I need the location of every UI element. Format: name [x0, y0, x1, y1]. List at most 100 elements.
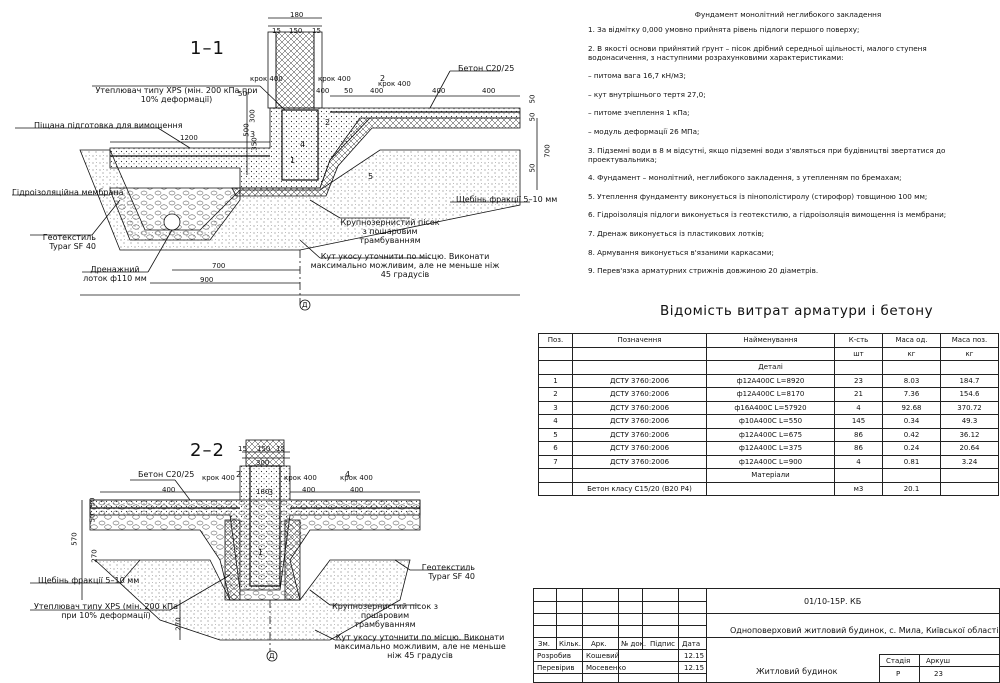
stamp-col: Кільк. — [559, 640, 581, 648]
note-item: 7. Дренаж виконується із пластикових лот… — [588, 228, 765, 238]
label-drain: Дренажний лоток ф110 мм — [83, 265, 147, 283]
dim-text: 150 — [257, 445, 271, 453]
stamp-date: 12.15 — [684, 664, 705, 672]
stamp-date: 12.15 — [684, 652, 705, 660]
dim-text: 300 — [248, 109, 257, 123]
vedomist-title: Відомість витрат арматури і бетону — [660, 303, 934, 319]
dim-text: 570 — [70, 532, 79, 546]
label-crushed-2: Щебінь фракції 5–10 мм — [38, 576, 140, 585]
label-membrane: Гідроізоляційна мембрана — [12, 188, 124, 197]
dim-text: 50 — [528, 94, 537, 104]
stamp-role: Розробив — [537, 652, 571, 660]
dim-text: 50 — [344, 87, 353, 95]
section-1-title: 1–1 — [190, 38, 225, 59]
dim-text: крок 400 — [340, 474, 373, 482]
section-2-2 — [30, 439, 490, 662]
dim-text: 15 — [276, 445, 285, 453]
label-coarse-sand: Крупнозернистий пісок з пошаровим трамбу… — [340, 218, 440, 245]
mark-2-2: 2 — [236, 470, 242, 479]
mark-1: 1 — [290, 156, 296, 165]
mark-4-2: 4 — [345, 470, 351, 479]
label-xps: Утеплювач типу XPS (мін. 200 кПа при 10%… — [95, 86, 258, 104]
label-concrete: Бетон C20/25 — [458, 64, 515, 73]
stamp-col: Зм. — [538, 640, 550, 648]
dim-text: 270 — [90, 549, 99, 563]
note-item: 8. Армування виконується в'язаними карка… — [588, 247, 774, 257]
mark-5: 5 — [368, 172, 374, 181]
project-name: Одноповерховий житловий будинок, с. Мила… — [730, 626, 1000, 635]
note-item: – модуль деформації 26 МПа; — [588, 126, 700, 136]
label-geotextile: Геотекстиль Typar SF 40 — [42, 233, 96, 251]
mark-3: 3 — [250, 130, 256, 139]
dim-text: 50 — [88, 497, 97, 507]
mark-2: 2 — [325, 118, 331, 127]
note-item: 2. В якості основи прийнятий ґрунт – піс… — [588, 43, 927, 62]
dim-text: 400 — [316, 87, 330, 95]
dim-text: 15 — [238, 445, 247, 453]
dim-text: 400 — [370, 87, 384, 95]
drawing-code: 01/10-15Р. КБ — [804, 597, 862, 606]
note-item: 5. Утеплення фундаменту виконується із п… — [588, 191, 928, 201]
stamp-col: № док. — [621, 640, 647, 648]
stamp-col: Арк. — [591, 640, 607, 648]
dim-text: крок 400 — [378, 80, 411, 88]
label-sand-bed: Піщана підготовка для вимощення — [34, 121, 183, 130]
dim-text: 50 — [528, 112, 537, 122]
dim-text: 350 — [250, 137, 259, 151]
table-group-row: Деталі — [538, 360, 999, 375]
notes-title: Фундамент монолітний неглибокого закладе… — [694, 10, 882, 19]
dim-text: 400 — [350, 486, 364, 494]
label-crushed: Щебінь фракції 5–10 мм — [456, 195, 558, 204]
dim-text: крок 400 — [284, 474, 317, 482]
dim-text: крок 400 — [250, 75, 283, 83]
section-2-title: 2–2 — [190, 440, 225, 461]
label-geotextile-2: Геотекстиль Typar SF 40 — [421, 563, 475, 581]
dim-text: 50 — [238, 90, 247, 98]
axis-mark: Д — [302, 301, 308, 309]
dim-text: 150 — [289, 27, 303, 35]
dim-text: 50 — [528, 163, 537, 173]
dim-text: 15 — [272, 27, 281, 35]
stage-label: Стадія — [886, 657, 911, 665]
building-name: Житловий будинок — [756, 667, 838, 676]
stamp-person: Мосевенко — [586, 664, 626, 672]
note-item: – питома вага 16,7 кН/м3; — [588, 71, 686, 81]
note-item: 9. Перев'язка арматурних стрижнів довжин… — [588, 266, 819, 276]
note-item: 1. За відмітку 0,000 умовно прийнята рів… — [588, 25, 860, 34]
mark-4: 4 — [300, 140, 306, 149]
table-group-row: Матеріали — [538, 468, 999, 483]
label-concrete-2: Бетон C20/25 — [138, 470, 195, 479]
mark-3-2: 3 — [268, 488, 274, 497]
section-1-1 — [12, 17, 538, 311]
stamp-col: Підпис — [650, 640, 676, 648]
note-item: 6. Гідроізоляція підлоги виконується із … — [588, 210, 947, 220]
dim-text: крок 400 — [202, 474, 235, 482]
title-block: 01/10-15Р. КБ Одноповерховий житловий бу… — [533, 588, 1000, 683]
note-item: 3. Підземні води в 8 м відсутні, якщо пі… — [588, 145, 946, 164]
mark-2b: 2 — [380, 74, 386, 83]
dim-text: 180 — [256, 488, 270, 496]
dim-text: 50 — [88, 513, 97, 523]
dim-text: 1200 — [180, 134, 198, 142]
stamp-person: Кошевий — [586, 652, 620, 660]
label-slope: Кут укосу уточнити по місцю. Виконати ма… — [310, 252, 500, 279]
note-item: – питоме зчеплення 1 кПа; — [588, 108, 690, 118]
dim-text: 400 — [482, 87, 496, 95]
dim-text: 700 — [212, 262, 226, 270]
dim-text: крок 400 — [318, 75, 351, 83]
dim-text: 15 — [312, 27, 321, 35]
dim-text: 180 — [290, 11, 304, 19]
dim-text: 700 — [543, 144, 552, 158]
stamp-role: Перевірив — [537, 664, 575, 672]
dim-text: 400 — [162, 486, 176, 494]
